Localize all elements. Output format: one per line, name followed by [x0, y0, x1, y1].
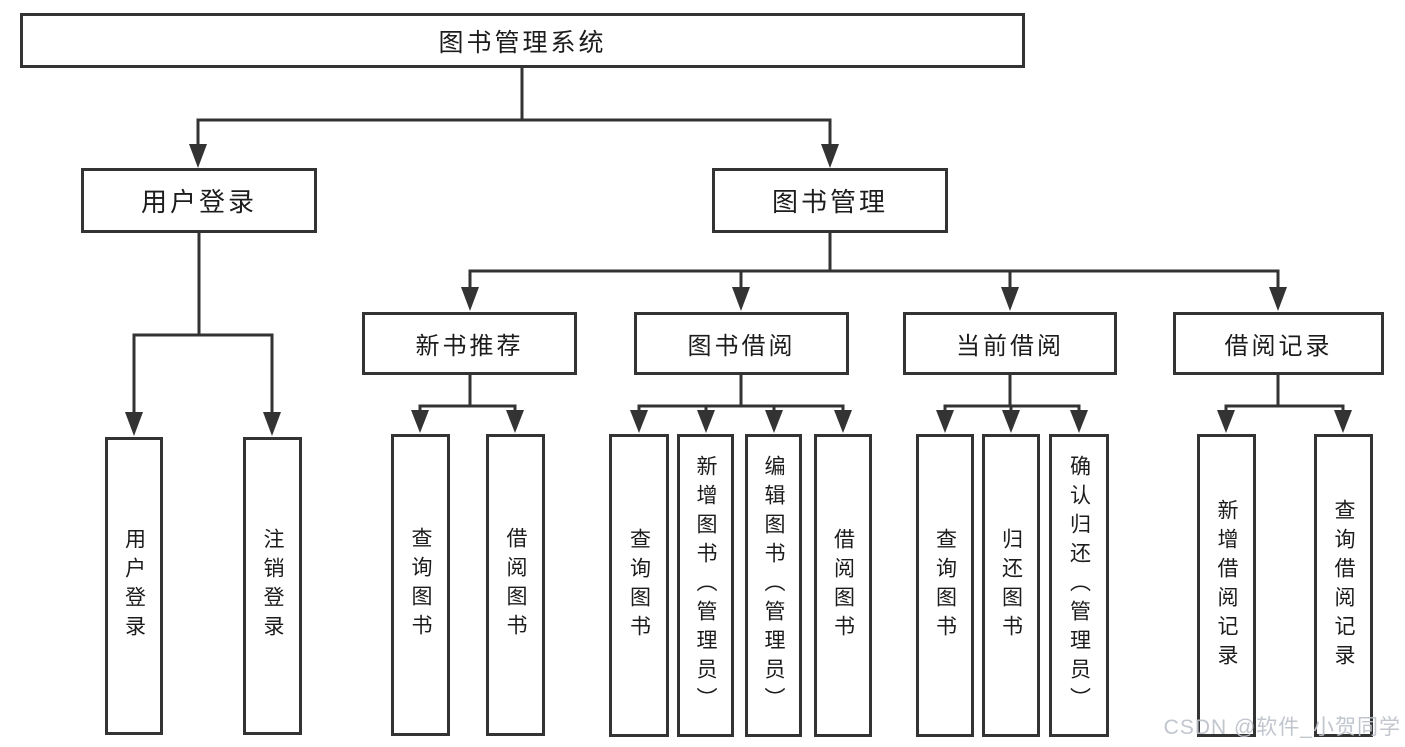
- csdn-watermark: CSDN @软件_小贺同学: [1163, 716, 1401, 739]
- leaf-br-query-borrow-record: 查询借阅记录: [1314, 434, 1373, 737]
- leaf-br-add-borrow-record: 新增借阅记录: [1197, 434, 1256, 737]
- node-new-book-recommend: 新书推荐: [362, 312, 577, 375]
- leaf-cb-confirm-return-admin: 确认归还（管理员）: [1049, 434, 1109, 737]
- node-book-management: 图书管理: [712, 168, 948, 233]
- leaf-logout: 注销登录: [243, 437, 302, 735]
- leaf-nb-borrow-books: 借阅图书: [486, 434, 545, 736]
- leaf-nb-query-books: 查询图书: [391, 434, 450, 736]
- leaf-bb-query-books: 查询图书: [609, 434, 669, 737]
- leaf-bb-add-books-admin: 新增图书（管理员）: [677, 434, 734, 737]
- node-current-borrow: 当前借阅: [903, 312, 1117, 375]
- node-library-management-system: 图书管理系统: [20, 13, 1025, 68]
- leaf-cb-query-books: 查询图书: [916, 434, 974, 737]
- leaf-user-login: 用户登录: [105, 437, 163, 735]
- leaf-bb-borrow-books: 借阅图书: [814, 434, 872, 737]
- leaf-cb-return-books: 归还图书: [982, 434, 1040, 737]
- node-book-borrow: 图书借阅: [634, 312, 849, 375]
- leaf-bb-edit-books-admin: 编辑图书（管理员）: [745, 434, 802, 737]
- node-user-login: 用户登录: [81, 168, 317, 233]
- node-borrow-records: 借阅记录: [1173, 312, 1384, 375]
